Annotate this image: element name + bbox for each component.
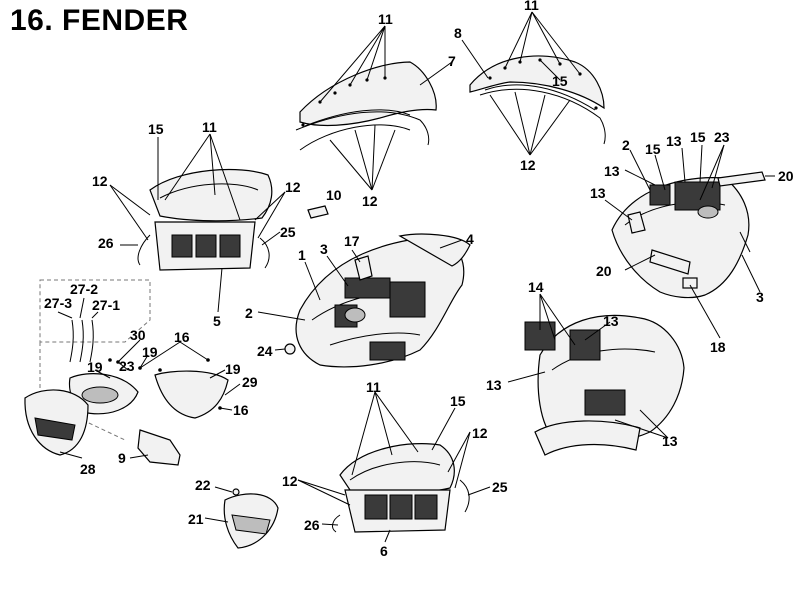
rear-fender-lower <box>524 314 685 456</box>
rear-rack-panel <box>332 442 470 533</box>
callout-16: 16 <box>233 402 249 418</box>
callout-13: 13 <box>590 185 606 201</box>
callout-19: 19 <box>142 344 158 360</box>
callout-12: 12 <box>520 157 536 173</box>
callout-14: 14 <box>528 279 544 295</box>
callout-15: 15 <box>148 121 164 137</box>
callout-12: 12 <box>362 193 378 209</box>
callout-4: 4 <box>466 231 474 247</box>
callout-8: 8 <box>454 25 462 41</box>
callout-13: 13 <box>662 433 678 449</box>
front-fender-left-top <box>295 61 437 151</box>
callout-6: 6 <box>380 543 388 559</box>
page-title: 16. FENDER <box>10 4 189 37</box>
callout-19: 19 <box>87 359 103 375</box>
callout-12: 12 <box>282 473 298 489</box>
callout-15: 15 <box>690 129 706 145</box>
callout-12: 12 <box>92 173 108 189</box>
callout-27-2: 27-2 <box>70 281 98 297</box>
callout-20: 20 <box>596 263 612 279</box>
callout-12: 12 <box>472 425 488 441</box>
callout-11: 11 <box>202 119 217 135</box>
leader-lines <box>57 11 775 543</box>
callout-24: 24 <box>257 343 273 359</box>
callout-30: 30 <box>130 327 146 343</box>
callout-18: 18 <box>710 339 726 355</box>
callout-15: 15 <box>645 141 661 157</box>
callout-29: 29 <box>242 374 258 390</box>
callout-25: 25 <box>280 224 296 240</box>
decal-18 <box>682 277 698 289</box>
callout-labels: 11 7 10 12 11 8 15 12 15 11 12 12 26 25 … <box>44 0 794 559</box>
callout-23: 23 <box>714 129 730 145</box>
callout-13: 13 <box>604 163 620 179</box>
decal-20-top <box>717 171 766 187</box>
callout-13: 13 <box>666 133 682 149</box>
headlight-assembly <box>24 279 229 466</box>
callout-27-3: 27-3 <box>44 295 72 311</box>
callout-13: 13 <box>486 377 502 393</box>
callout-15: 15 <box>552 73 568 89</box>
callout-11: 11 <box>524 0 539 13</box>
callout-25: 25 <box>492 479 508 495</box>
callout-23: 23 <box>119 358 135 374</box>
callout-21: 21 <box>188 511 204 527</box>
decal-10 <box>307 205 329 219</box>
callout-11: 11 <box>378 11 393 27</box>
front-fender-right-top <box>469 55 606 145</box>
callout-3: 3 <box>756 289 764 305</box>
callout-10: 10 <box>326 187 342 203</box>
callout-13: 13 <box>603 313 619 329</box>
callout-20: 20 <box>778 168 794 184</box>
callout-2: 2 <box>622 137 630 153</box>
rear-fender-upper-right <box>611 171 766 299</box>
callout-3: 3 <box>320 241 328 257</box>
callout-26: 26 <box>304 517 320 533</box>
callout-15: 15 <box>450 393 466 409</box>
callout-27-1: 27-1 <box>92 297 120 313</box>
callout-1: 1 <box>298 247 306 263</box>
callout-19: 19 <box>225 361 241 377</box>
callout-26: 26 <box>98 235 114 251</box>
callout-17: 17 <box>344 233 360 249</box>
callout-9: 9 <box>118 450 126 466</box>
front-fender-body <box>295 233 471 368</box>
callout-2: 2 <box>245 305 253 321</box>
callout-5: 5 <box>213 313 221 329</box>
front-rack-panel-upper <box>137 168 273 271</box>
callout-12: 12 <box>285 179 301 195</box>
callout-16: 16 <box>174 329 190 345</box>
grommet-24 <box>284 343 296 355</box>
callout-28: 28 <box>80 461 96 477</box>
callout-7: 7 <box>448 53 456 69</box>
callout-22: 22 <box>195 477 211 493</box>
callout-11: 11 <box>366 379 381 395</box>
front-emblem <box>223 488 279 549</box>
